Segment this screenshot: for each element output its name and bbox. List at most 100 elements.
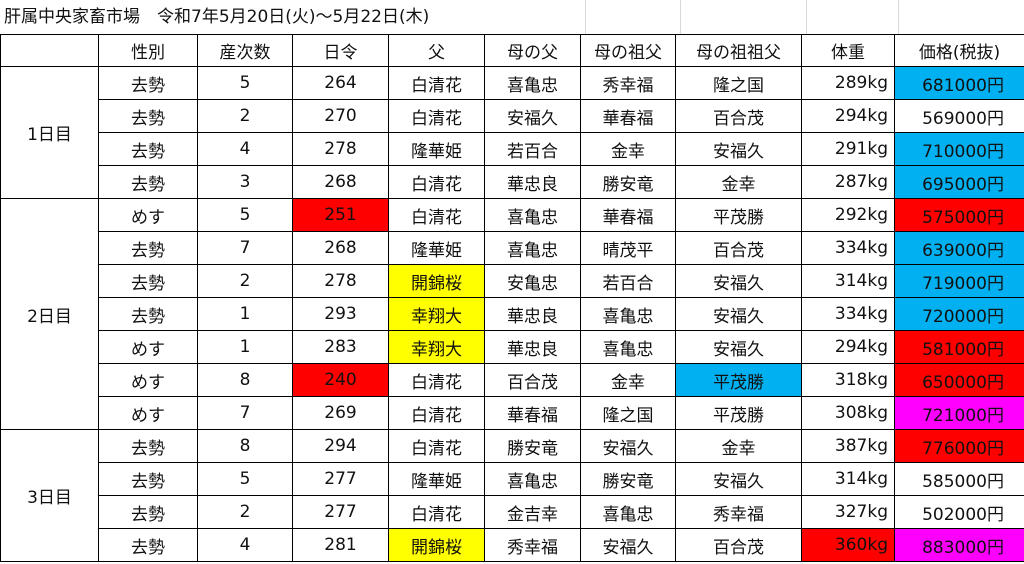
table-cell[interactable]: 百合茂: [484, 363, 581, 397]
table-cell[interactable]: 去勢: [98, 297, 198, 331]
table-cell[interactable]: 278: [292, 264, 389, 298]
table-cell[interactable]: 308kg: [801, 396, 895, 430]
table-cell[interactable]: 8: [197, 429, 293, 463]
table-cell[interactable]: 華春福: [580, 99, 676, 133]
table-cell[interactable]: 387kg: [801, 429, 895, 463]
table-cell[interactable]: 575000円: [894, 198, 1024, 232]
table-cell[interactable]: 喜亀忠: [580, 297, 676, 331]
table-cell[interactable]: めす: [98, 363, 198, 397]
column-header[interactable]: 体重: [801, 34, 895, 67]
table-cell[interactable]: 287kg: [801, 165, 895, 199]
table-cell[interactable]: 安福久: [675, 132, 802, 166]
table-cell[interactable]: 327kg: [801, 495, 895, 529]
table-cell[interactable]: 喜亀忠: [484, 231, 581, 265]
table-cell[interactable]: 277: [292, 495, 389, 529]
table-cell[interactable]: 隆之国: [580, 396, 676, 430]
column-header[interactable]: 母の祖祖父: [675, 34, 802, 67]
table-cell[interactable]: 3: [197, 165, 293, 199]
table-cell[interactable]: 金幸: [580, 132, 676, 166]
table-cell[interactable]: 292kg: [801, 198, 895, 232]
table-cell[interactable]: 334kg: [801, 297, 895, 331]
table-cell[interactable]: 喜亀忠: [484, 198, 581, 232]
table-cell[interactable]: 去勢: [98, 66, 198, 100]
table-cell[interactable]: 平茂勝: [675, 396, 802, 430]
table-cell[interactable]: 平茂勝: [675, 198, 802, 232]
table-cell[interactable]: 294kg: [801, 330, 895, 364]
table-cell[interactable]: 金吉幸: [484, 495, 581, 529]
table-cell[interactable]: 681000円: [894, 66, 1024, 100]
table-cell[interactable]: 安福久: [675, 297, 802, 331]
table-cell[interactable]: 569000円: [894, 99, 1024, 133]
table-cell[interactable]: 安亀忠: [484, 264, 581, 298]
table-cell[interactable]: 安福久: [675, 330, 802, 364]
table-cell[interactable]: 314kg: [801, 462, 895, 496]
table-cell[interactable]: 白清花: [388, 429, 485, 463]
table-cell[interactable]: 360kg: [801, 528, 895, 562]
table-cell[interactable]: 289kg: [801, 66, 895, 100]
table-cell[interactable]: 白清花: [388, 165, 485, 199]
table-cell[interactable]: 華忠良: [484, 297, 581, 331]
table-cell[interactable]: 白清花: [388, 363, 485, 397]
table-cell[interactable]: 金幸: [675, 429, 802, 463]
table-cell[interactable]: 277: [292, 462, 389, 496]
table-cell[interactable]: 去勢: [98, 132, 198, 166]
column-header[interactable]: 母の父: [484, 34, 581, 67]
table-cell[interactable]: 294: [292, 429, 389, 463]
table-cell[interactable]: 百合茂: [675, 231, 802, 265]
table-cell[interactable]: 喜亀忠: [580, 495, 676, 529]
table-cell[interactable]: 719000円: [894, 264, 1024, 298]
table-cell[interactable]: 隆華姫: [388, 132, 485, 166]
table-cell[interactable]: 百合茂: [675, 99, 802, 133]
table-cell[interactable]: 2: [197, 495, 293, 529]
table-cell[interactable]: 721000円: [894, 396, 1024, 430]
table-cell[interactable]: 去勢: [98, 495, 198, 529]
table-cell[interactable]: 白清花: [388, 66, 485, 100]
table-cell[interactable]: 1: [197, 297, 293, 331]
table-cell[interactable]: 秀幸福: [675, 495, 802, 529]
column-header[interactable]: 価格(税抜): [894, 34, 1024, 67]
table-cell[interactable]: 4: [197, 132, 293, 166]
table-cell[interactable]: 776000円: [894, 429, 1024, 463]
table-cell[interactable]: 安福久: [580, 429, 676, 463]
table-cell[interactable]: 8: [197, 363, 293, 397]
table-cell[interactable]: 安福久: [580, 528, 676, 562]
table-cell[interactable]: 安福久: [675, 264, 802, 298]
table-cell[interactable]: 勝安竜: [484, 429, 581, 463]
table-cell[interactable]: 平茂勝: [675, 363, 802, 397]
table-cell[interactable]: 264: [292, 66, 389, 100]
table-cell[interactable]: 去勢: [98, 528, 198, 562]
table-cell[interactable]: 若百合: [484, 132, 581, 166]
table-cell[interactable]: 華春福: [580, 198, 676, 232]
table-cell[interactable]: 秀幸福: [580, 66, 676, 100]
table-cell[interactable]: 隆之国: [675, 66, 802, 100]
table-cell[interactable]: 7: [197, 231, 293, 265]
table-cell[interactable]: 314kg: [801, 264, 895, 298]
table-cell[interactable]: 291kg: [801, 132, 895, 166]
table-cell[interactable]: 293: [292, 297, 389, 331]
table-cell[interactable]: 334kg: [801, 231, 895, 265]
table-cell[interactable]: 勝安竜: [580, 462, 676, 496]
table-cell[interactable]: 294kg: [801, 99, 895, 133]
day-label[interactable]: 2日目: [0, 198, 99, 430]
table-cell[interactable]: 283: [292, 330, 389, 364]
table-cell[interactable]: 268: [292, 231, 389, 265]
column-header[interactable]: 父: [388, 34, 485, 67]
day-label[interactable]: 3日目: [0, 429, 99, 562]
table-cell[interactable]: 883000円: [894, 528, 1024, 562]
table-cell[interactable]: 華忠良: [484, 165, 581, 199]
table-cell[interactable]: 喜亀忠: [580, 330, 676, 364]
table-cell[interactable]: 白清花: [388, 495, 485, 529]
table-cell[interactable]: 281: [292, 528, 389, 562]
table-cell[interactable]: 2: [197, 264, 293, 298]
table-cell[interactable]: 695000円: [894, 165, 1024, 199]
table-cell[interactable]: 幸翔大: [388, 330, 485, 364]
table-cell[interactable]: 安福久: [484, 99, 581, 133]
table-cell[interactable]: 隆華姫: [388, 231, 485, 265]
table-cell[interactable]: 開錦桜: [388, 264, 485, 298]
column-header[interactable]: 日令: [292, 34, 389, 67]
table-cell[interactable]: 去勢: [98, 99, 198, 133]
table-cell[interactable]: 百合茂: [675, 528, 802, 562]
header-corner[interactable]: [0, 34, 99, 67]
table-cell[interactable]: 晴茂平: [580, 231, 676, 265]
column-header[interactable]: 性別: [98, 34, 198, 67]
